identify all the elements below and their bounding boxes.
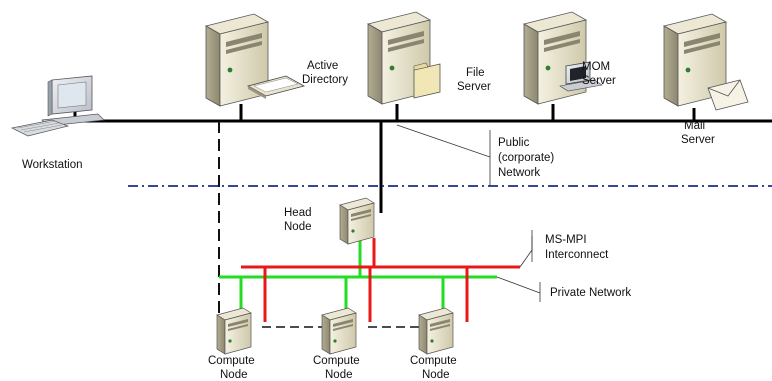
private-network-label: Private Network [550,287,631,299]
workstation-label: Workstation [22,159,83,171]
compute-node-3-icon [418,307,454,355]
private-network-callout [496,276,541,294]
active-directory-server-icon [205,13,306,107]
head-node-icon [339,197,375,245]
mpi-label-line1: MS-MPI [545,234,587,246]
mpi-callout [519,236,533,268]
compute-node-3-label-line1: Compute [410,355,457,367]
private-network [219,238,497,322]
active-directory-label-line1: Active [307,60,338,72]
public-network-label-line1: Public [498,137,530,149]
head-node-label-line1: Head [284,207,312,219]
compute-node-1-label-line2: Node [220,369,248,381]
mom-server-label-line2: Server [582,75,616,87]
compute-node-2-label-line1: Compute [313,355,360,367]
compute-node-1-icon [216,307,252,355]
public-network-label-line2: (corporate) [498,152,554,164]
mail-server-icon [663,13,749,111]
mom-server-icon [523,11,603,105]
public-network-label-line3: Network [498,167,540,179]
public-network [73,104,772,213]
mail-server-label-line1: Mail [684,120,705,132]
file-server-label-line1: File [466,67,485,79]
compute-node-2-icon [321,307,357,355]
mpi-label-line2: Interconnect [545,249,609,261]
file-server-icon [367,11,441,105]
workstation-icon [10,75,105,137]
compute-node-2-label-line2: Node [325,369,353,381]
active-directory-label-line2: Directory [302,74,348,86]
compute-node-1-label-line1: Compute [208,355,255,367]
mpi-interconnect [241,238,520,322]
mom-server-label-line1: MOM [582,61,610,73]
file-server-label-line2: Server [457,81,491,93]
head-node-label-line2: Node [284,221,312,233]
public-network-callout [396,124,491,186]
mail-server-label-line2: Server [681,134,715,146]
compute-node-3-label-line2: Node [422,369,450,381]
